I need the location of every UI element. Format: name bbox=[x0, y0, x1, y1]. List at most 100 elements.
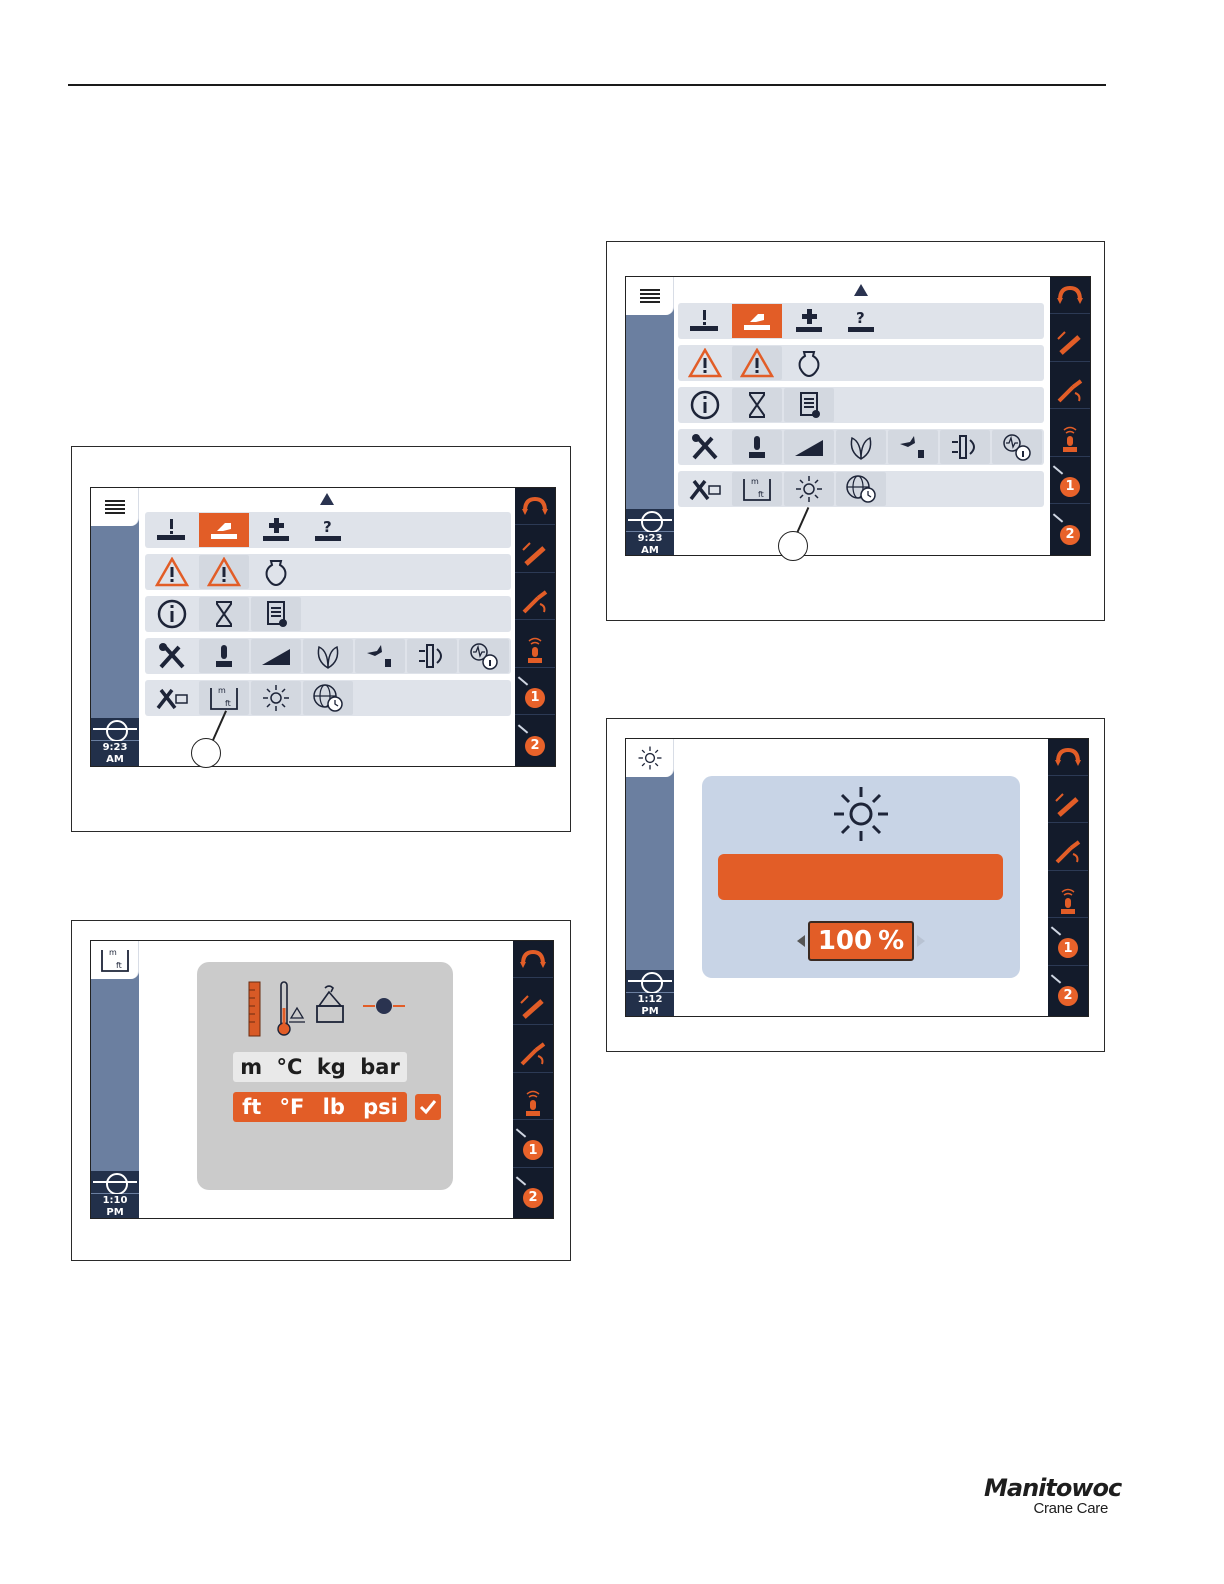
menu-item-warning-mode[interactable] bbox=[680, 304, 730, 338]
slew-button[interactable] bbox=[1048, 742, 1088, 776]
imperial-selected-checkbox[interactable] bbox=[415, 1094, 441, 1120]
ramp-icon bbox=[259, 641, 293, 671]
hoist-2-button[interactable]: 2 bbox=[1050, 518, 1090, 552]
globe-clock-icon bbox=[844, 474, 878, 504]
boom-lift-button[interactable] bbox=[515, 586, 555, 620]
menu-item-documents[interactable] bbox=[251, 597, 301, 631]
menu-item-joystick[interactable] bbox=[732, 430, 782, 464]
menu-item-alarm-log[interactable] bbox=[732, 346, 782, 380]
menu-item-diagnostics[interactable] bbox=[992, 430, 1042, 464]
hoist-1-button[interactable]: 1 bbox=[1050, 470, 1090, 504]
menu-row-operation: ? bbox=[145, 512, 511, 548]
hourglass-icon bbox=[207, 599, 241, 629]
hoist-2-button[interactable]: 2 bbox=[513, 1181, 553, 1215]
menu-item-date-time[interactable] bbox=[836, 472, 886, 506]
menu-item-engine[interactable] bbox=[251, 555, 301, 589]
menu-item-hours[interactable] bbox=[732, 388, 782, 422]
slew-button[interactable] bbox=[1050, 280, 1090, 314]
brightness-screen-tab[interactable] bbox=[626, 739, 674, 777]
menu-item-brightness[interactable] bbox=[251, 681, 301, 715]
scroll-up-arrow[interactable] bbox=[854, 284, 868, 296]
brightness-panel: 100% bbox=[702, 776, 1020, 978]
hoist-2-button[interactable]: 2 bbox=[1048, 979, 1088, 1013]
menu-item-eco[interactable] bbox=[303, 639, 353, 673]
remote-button[interactable] bbox=[1048, 884, 1088, 918]
document-icon bbox=[792, 390, 826, 420]
menu-item-display-settings[interactable] bbox=[680, 472, 730, 506]
menu-item-ramp[interactable] bbox=[784, 430, 834, 464]
menu-item-eco[interactable] bbox=[836, 430, 886, 464]
menu-item-joystick[interactable] bbox=[199, 639, 249, 673]
menu-item-service[interactable] bbox=[147, 639, 197, 673]
remote-button[interactable] bbox=[1050, 423, 1090, 457]
menu-item-display-settings[interactable] bbox=[147, 681, 197, 715]
remote-button[interactable] bbox=[515, 634, 555, 668]
brightness-level-bar bbox=[718, 854, 1003, 900]
hoist-1-button[interactable]: 1 bbox=[1048, 932, 1088, 966]
menu-button[interactable] bbox=[626, 277, 674, 315]
menu-item-ramp[interactable] bbox=[251, 639, 301, 673]
menu-item-help[interactable]: ? bbox=[836, 304, 886, 338]
menu-item-telemetry[interactable] bbox=[940, 430, 990, 464]
menu-item-brightness[interactable] bbox=[784, 472, 834, 506]
decrease-arrow[interactable] bbox=[797, 935, 805, 947]
brightness-value: 100% bbox=[808, 921, 914, 961]
hoist-1-button[interactable]: 1 bbox=[515, 681, 555, 715]
menu-item-service[interactable] bbox=[680, 430, 730, 464]
telescope-button[interactable] bbox=[515, 539, 555, 573]
telescope-icon bbox=[1055, 329, 1085, 359]
unit-icon-top: m bbox=[751, 477, 759, 486]
menu-item-aviation[interactable] bbox=[355, 639, 405, 673]
sun-large-icon bbox=[831, 784, 891, 844]
callout-circle bbox=[191, 738, 221, 768]
hoist-2-button[interactable]: 2 bbox=[515, 729, 555, 763]
menu-item-info[interactable] bbox=[680, 388, 730, 422]
menu-item-alarm-active[interactable] bbox=[147, 555, 197, 589]
question-boom-icon: ? bbox=[844, 306, 878, 336]
remote-joystick-icon bbox=[1055, 424, 1085, 454]
brightness-slider[interactable] bbox=[718, 854, 1003, 900]
menu-item-add[interactable] bbox=[251, 513, 301, 547]
telescope-button[interactable] bbox=[1048, 789, 1088, 823]
menu-item-telemetry[interactable] bbox=[407, 639, 457, 673]
menu-item-add[interactable] bbox=[784, 304, 834, 338]
boom-lift-button[interactable] bbox=[1050, 375, 1090, 409]
menu-item-documents[interactable] bbox=[784, 388, 834, 422]
menu-item-rigging-mode[interactable] bbox=[199, 513, 249, 547]
menu-item-aviation[interactable] bbox=[888, 430, 938, 464]
remote-button[interactable] bbox=[513, 1086, 553, 1120]
menu-item-warning-mode[interactable] bbox=[147, 513, 197, 547]
menu-item-alarm-active[interactable] bbox=[680, 346, 730, 380]
menu-item-info[interactable] bbox=[147, 597, 197, 631]
boom-lift-button[interactable] bbox=[1048, 837, 1088, 871]
leaf-icon bbox=[311, 641, 345, 671]
scroll-up-arrow[interactable] bbox=[320, 493, 334, 505]
slew-button[interactable] bbox=[513, 944, 553, 978]
slew-icon bbox=[520, 493, 550, 523]
hoist-1-icon: 1 bbox=[525, 688, 545, 708]
telescope-button[interactable] bbox=[513, 991, 553, 1025]
menu-button[interactable] bbox=[91, 488, 139, 526]
menu-item-rigging-mode[interactable] bbox=[732, 304, 782, 338]
menu-item-engine[interactable] bbox=[784, 346, 834, 380]
metric-pressure-unit: bar bbox=[360, 1055, 400, 1079]
menu-item-help[interactable]: ? bbox=[303, 513, 353, 547]
increase-arrow[interactable] bbox=[917, 935, 925, 947]
menu-item-hours[interactable] bbox=[199, 597, 249, 631]
menu-item-date-time[interactable] bbox=[303, 681, 353, 715]
menu-item-diagnostics[interactable] bbox=[459, 639, 509, 673]
telescope-button[interactable] bbox=[1050, 328, 1090, 362]
hoist-1-button[interactable]: 1 bbox=[513, 1134, 553, 1168]
hoist-1-icon: 1 bbox=[1058, 938, 1078, 958]
info-icon bbox=[155, 599, 189, 629]
metric-units-option[interactable]: m °C kg bar bbox=[233, 1052, 407, 1082]
imperial-units-option[interactable]: ft °F lb psi bbox=[233, 1092, 407, 1122]
menu-item-alarm-log[interactable] bbox=[199, 555, 249, 589]
boom-lift-button[interactable] bbox=[513, 1039, 553, 1073]
slew-button[interactable] bbox=[515, 491, 555, 525]
